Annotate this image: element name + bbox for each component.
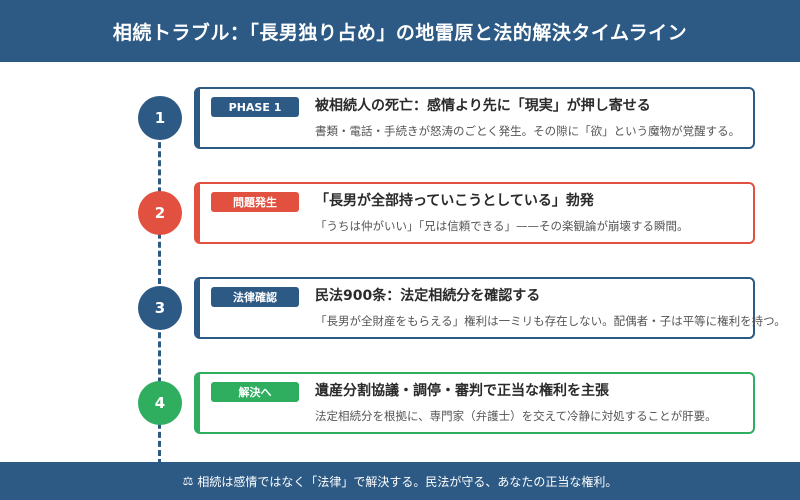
page-footer: ⚖ 相続は感情ではなく「法律」で解決する。民法が守る、あなたの正当な権利。	[0, 462, 800, 500]
step-tag: 法律確認	[211, 287, 299, 307]
page-header: 相続トラブル：「長男独り占め」の地雷原と法的解決タイムライン	[0, 0, 800, 62]
step-card: 法律確認 民法900条：法定相続分を確認する 「長男が全財産をもらえる」権利は一…	[194, 277, 786, 339]
step-number: 4	[154, 394, 166, 412]
step-description: 「うちは仲がいい」「兄は信頼できる」——その楽観論が崩壊する瞬間。	[315, 219, 689, 233]
step-number-badge: 3	[138, 286, 182, 330]
step-number-badge: 2	[138, 191, 182, 235]
timeline-step-3: 3 法律確認 民法900条：法定相続分を確認する 「長男が全財産をもらえる」権利…	[0, 277, 800, 339]
step-tag: PHASE 1	[211, 97, 299, 117]
page-title: 相続トラブル：「長男独り占め」の地雷原と法的解決タイムライン	[112, 21, 688, 44]
step-number-badge: 1	[138, 96, 182, 140]
step-description: 法定相続分を根拠に、専門家（弁護士）を交えて冷静に対処することが肝要。	[315, 409, 717, 423]
step-title: 民法900条：法定相続分を確認する	[315, 288, 541, 304]
step-number: 1	[154, 109, 166, 127]
step-title: 「長男が全部持っていこうとしている」勃発	[315, 193, 594, 209]
step-card: 問題発生 「長男が全部持っていこうとしている」勃発 「うちは仲がいい」「兄は信頼…	[194, 182, 755, 244]
step-tag: 問題発生	[211, 192, 299, 212]
timeline-step-4: 4 解決へ 遺産分割協議・調停・審判で正当な権利を主張 法定相続分を根拠に、専門…	[0, 372, 800, 434]
step-tag: 解決へ	[211, 382, 299, 402]
step-number: 2	[154, 204, 166, 222]
step-card: 解決へ 遺産分割協議・調停・審判で正当な権利を主張 法定相続分を根拠に、専門家（…	[194, 372, 755, 434]
step-description: 「長男が全財産をもらえる」権利は一ミリも存在しない。配偶者・子は平等に権利を持つ…	[315, 314, 786, 328]
timeline-step-2: 2 問題発生 「長男が全部持っていこうとしている」勃発 「うちは仲がいい」「兄は…	[0, 182, 800, 244]
timeline-step-1: 1 PHASE 1 被相続人の死亡：感情より先に「現実」が押し寄せる 書類・電話…	[0, 87, 800, 149]
step-number: 3	[154, 299, 166, 317]
step-description: 書類・電話・手続きが怒涛のごとく発生。その隙に「欲」という魔物が覚醒する。	[315, 124, 741, 138]
footer-text: 相続は感情ではなく「法律」で解決する。民法が守る、あなたの正当な権利。	[197, 474, 618, 489]
step-title: 被相続人の死亡：感情より先に「現実」が押し寄せる	[315, 98, 651, 114]
step-number-badge: 4	[138, 381, 182, 425]
scale-icon: ⚖	[182, 474, 194, 488]
step-title: 遺産分割協議・調停・審判で正当な権利を主張	[315, 383, 609, 399]
step-card: PHASE 1 被相続人の死亡：感情より先に「現実」が押し寄せる 書類・電話・手…	[194, 87, 755, 149]
